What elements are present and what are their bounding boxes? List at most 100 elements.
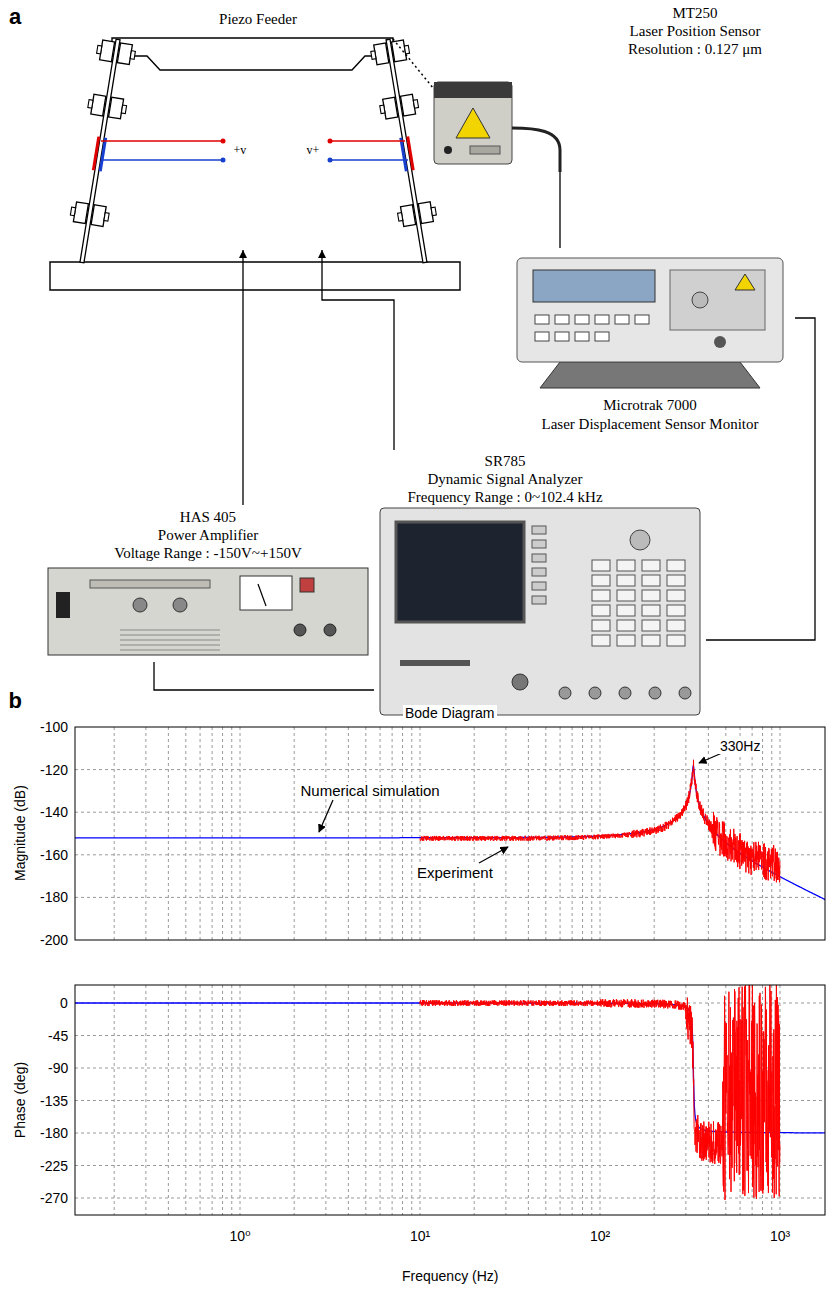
plot-grid bbox=[325, 727, 326, 940]
sensor-monitor-photo bbox=[735, 274, 755, 290]
panel-letter: a bbox=[7, 4, 23, 29]
annotation: 330Hz bbox=[718, 738, 762, 754]
device-label: Power Amplifier bbox=[158, 526, 258, 544]
signal-analyzer-photo bbox=[592, 635, 610, 646]
axis-title: Frequency (Hz) bbox=[400, 1268, 500, 1284]
axis-title: Magnitude (dB) bbox=[12, 783, 28, 883]
signal-analyzer-photo bbox=[667, 620, 685, 631]
piezo-feeder-drawing bbox=[331, 159, 408, 161]
plot-grid bbox=[75, 1100, 825, 1101]
sensor-monitor-photo bbox=[555, 315, 569, 324]
signal-analyzer-photo bbox=[592, 575, 610, 586]
power-amplifier-photo bbox=[173, 598, 187, 612]
piezo-feeder-drawing bbox=[101, 140, 222, 142]
sensor-monitor-photo bbox=[555, 332, 569, 341]
laser-sensor-photo bbox=[470, 146, 500, 154]
signal-analyzer-photo bbox=[649, 687, 661, 699]
plot-grid bbox=[212, 727, 213, 940]
tick-label: 0 bbox=[58, 995, 70, 1011]
sensor-monitor-photo bbox=[517, 258, 783, 388]
tick-label: 10⁰ bbox=[228, 1228, 253, 1244]
signal-analyzer-photo bbox=[667, 560, 685, 571]
piezo-feeder-drawing bbox=[50, 36, 460, 290]
tick-label: 10² bbox=[588, 1228, 612, 1244]
signal-analyzer-photo bbox=[380, 508, 700, 715]
signal-analyzer-photo bbox=[592, 560, 610, 571]
piezo-feeder-drawing bbox=[221, 158, 226, 163]
plot-grid bbox=[222, 727, 223, 940]
signal-analyzer-photo bbox=[532, 568, 546, 576]
tick-label: -270 bbox=[38, 1190, 70, 1206]
plot-grid bbox=[348, 727, 349, 940]
signal-analyzer-photo bbox=[617, 635, 635, 646]
plot-grid bbox=[75, 1068, 825, 1069]
sensor-monitor-photo bbox=[714, 336, 726, 348]
sensor-monitor-photo bbox=[533, 270, 655, 302]
tick-label: -135 bbox=[38, 1093, 70, 1109]
terminal-label: v+ bbox=[305, 144, 322, 158]
power-amplifier-photo bbox=[56, 592, 70, 618]
terminal-label: +v bbox=[232, 144, 249, 158]
signal-analyzer-photo bbox=[667, 605, 685, 616]
plot-grid bbox=[75, 727, 825, 1215]
signal-wire bbox=[154, 662, 374, 690]
annotation-arrows bbox=[699, 753, 722, 763]
sensor-monitor-photo bbox=[692, 292, 708, 308]
signal-analyzer-photo bbox=[380, 508, 700, 715]
plot-grid bbox=[75, 1165, 825, 1166]
piezo-feeder-drawing bbox=[328, 139, 333, 144]
signal-analyzer-photo bbox=[667, 590, 685, 601]
signal-analyzer-photo bbox=[532, 582, 546, 590]
sensor-monitor-photo bbox=[575, 332, 589, 341]
piezo-feeder-drawing bbox=[50, 262, 460, 290]
signal-analyzer-photo bbox=[592, 620, 610, 631]
chart-title: Bode Diagram bbox=[403, 705, 497, 721]
axis-title: Phase (deg) bbox=[12, 1060, 28, 1140]
piezo-feeder-drawing bbox=[393, 39, 438, 94]
plot-grid bbox=[708, 985, 709, 1215]
laser-sensor-photo bbox=[434, 82, 560, 172]
tick-label: -200 bbox=[38, 932, 70, 948]
device-label: Voltage Range : -150V~+150V bbox=[114, 544, 302, 562]
signal-wire bbox=[322, 250, 394, 450]
laser-sensor-photo bbox=[444, 146, 452, 154]
sensor-monitor: Microtrak 7000Laser Displacement Sensor … bbox=[505, 248, 795, 437]
sensor-monitor-photo bbox=[517, 258, 783, 362]
plot-grid bbox=[294, 727, 295, 940]
sensor-monitor-photo bbox=[670, 270, 765, 330]
power-amplifier-photo bbox=[90, 580, 210, 588]
power-amplifier-photo bbox=[48, 568, 368, 655]
sensor-monitor-photo bbox=[535, 332, 549, 341]
panel-letter: b bbox=[7, 688, 24, 713]
signal-analyzer-photo bbox=[617, 560, 635, 571]
plot-grid bbox=[200, 985, 201, 1215]
signal-analyzer-photo bbox=[396, 522, 524, 622]
magnitude-curves bbox=[75, 760, 825, 900]
plot-grid bbox=[591, 727, 592, 940]
plot-grid bbox=[528, 985, 529, 1215]
plot-grid bbox=[411, 727, 412, 940]
laser-sensor-photo bbox=[434, 82, 512, 98]
plot-grid bbox=[762, 727, 763, 940]
plot-grid bbox=[380, 985, 381, 1215]
annotation: Experiment bbox=[415, 864, 495, 881]
plot-grid bbox=[231, 727, 232, 940]
plot-grid bbox=[365, 727, 366, 940]
plot-grid bbox=[75, 897, 825, 898]
piezo-feeder-drawing bbox=[328, 158, 333, 163]
plot-grid bbox=[168, 985, 169, 1215]
signal-analyzer-photo bbox=[642, 560, 660, 571]
plot-grid bbox=[572, 727, 573, 940]
sensor-monitor-photo bbox=[575, 315, 589, 324]
device-label: Resolution : 0.127 μm bbox=[628, 40, 762, 58]
signal-analyzer-photo bbox=[532, 540, 546, 548]
piezo-feeder-drawing bbox=[112, 38, 393, 70]
laser-sensor-photo bbox=[456, 108, 490, 138]
annotation-arrows bbox=[319, 800, 333, 832]
signal-analyzer-photo bbox=[589, 687, 601, 699]
signal-analyzer-photo bbox=[532, 526, 546, 534]
tick-label: -120 bbox=[38, 762, 70, 778]
laser-sensor: MT250Laser Position SensorResolution : 0… bbox=[425, 2, 815, 172]
piezo-feeder-drawing bbox=[221, 139, 226, 144]
